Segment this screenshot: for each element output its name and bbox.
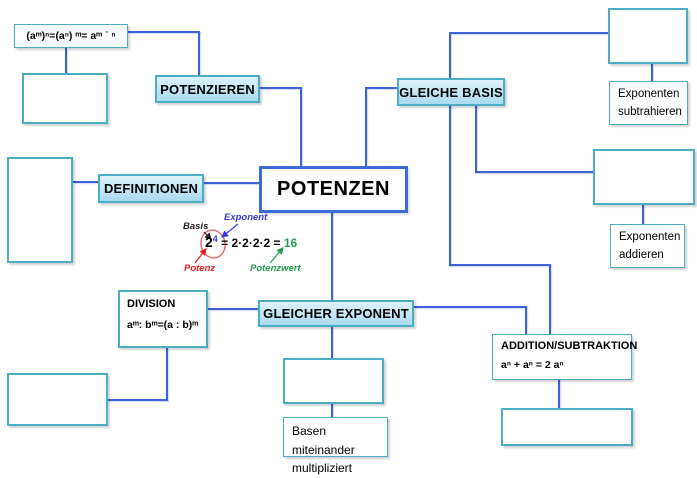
connector-line — [449, 32, 609, 34]
definitionen-label: DEFINITIONEN — [103, 181, 199, 196]
exponenten-subtrahieren-line2: subtrahieren — [618, 105, 682, 118]
connector-line — [331, 403, 333, 418]
exponenten-addieren-line2: addieren — [619, 248, 664, 261]
addition-subtraktion-formula: aⁿ + aⁿ = 2 aⁿ — [501, 359, 564, 371]
power-example-expression: 24 = 2·2·2·2 = 16 — [205, 234, 297, 250]
division-title: DIVISION — [127, 298, 176, 310]
potenzwert-arrow — [269, 247, 284, 264]
potenzwert-label: Potenzwert — [250, 263, 301, 274]
gleicher-exponent-label: GLEICHER EXPONENT — [263, 306, 409, 321]
mindmap-canvas: (aᵐ)ⁿ=(aⁿ) ᵐ= aᵐ ˙ ⁿ POTENZIEREN GLEICHE… — [7, 8, 695, 476]
node-potenzieren[interactable]: POTENZIEREN — [155, 75, 260, 103]
node-exponenten-addieren[interactable]: Exponenten addieren — [610, 224, 685, 268]
potenz-label: Potenz — [184, 263, 216, 274]
node-gleicher-exponent[interactable]: GLEICHER EXPONENT — [258, 300, 414, 327]
node-gleiche-basis[interactable]: GLEICHE BASIS — [397, 78, 505, 106]
connector-line — [108, 399, 168, 401]
connector-line — [300, 87, 302, 167]
node-addition-subtraktion[interactable]: ADDITION/SUBTRAKTION aⁿ + aⁿ = 2 aⁿ — [492, 334, 638, 380]
potenz-arrow — [194, 248, 207, 264]
connector-line — [365, 87, 367, 167]
connector-line — [208, 308, 259, 310]
connector-line — [549, 264, 551, 335]
connector-line — [331, 212, 333, 301]
connector-line — [414, 306, 527, 308]
connector-line — [651, 64, 653, 82]
connector-line — [365, 87, 398, 89]
connector-line — [525, 306, 527, 335]
connector-line — [558, 379, 560, 409]
connector-line — [449, 32, 451, 79]
exponent-label: Exponent — [224, 212, 268, 223]
power-rule-formula: (aᵐ)ⁿ=(aⁿ) ᵐ= aᵐ ˙ ⁿ — [26, 30, 116, 42]
node-potenzen-central[interactable]: POTENZEN — [259, 166, 408, 213]
connector-line — [73, 181, 99, 183]
node-exponenten-subtrahieren[interactable]: Exponenten subtrahieren — [609, 81, 688, 125]
exponenten-subtrahieren-line1: Exponenten — [618, 88, 680, 100]
connector-line — [642, 205, 644, 225]
node-division[interactable]: DIVISION aᵐ: bᵐ=(a : b)ᵐ — [118, 290, 208, 348]
node-empty-mid-right[interactable] — [593, 149, 695, 205]
connector-line — [204, 182, 260, 184]
basis-label: Basis — [183, 221, 209, 232]
example-expansion: = 2·2·2·2 = — [221, 236, 281, 250]
gleiche-basis-label: GLEICHE BASIS — [399, 84, 503, 100]
connector-line — [475, 105, 477, 173]
addition-subtraktion-title: ADDITION/SUBTRAKTION — [501, 340, 638, 352]
node-empty-bottom-mid[interactable] — [283, 358, 384, 404]
connector-line — [475, 171, 594, 173]
potenzen-title: POTENZEN — [277, 178, 390, 200]
example-value: 16 — [283, 236, 298, 250]
connector-line — [331, 326, 333, 359]
node-basen-multipliziert[interactable]: Basen miteinander multipliziert — [283, 417, 388, 475]
connector-line — [166, 348, 168, 401]
exponenten-addieren-line1: Exponenten — [619, 231, 681, 243]
node-empty-mid-left[interactable] — [7, 157, 73, 263]
connector-line — [128, 31, 200, 33]
basen-multipliziert-line2: multipliziert — [292, 461, 353, 476]
node-empty-bottom-left[interactable] — [7, 373, 108, 426]
division-formula: aᵐ: bᵐ=(a : b)ᵐ — [127, 319, 199, 331]
node-empty-bottom-right[interactable] — [501, 408, 633, 446]
node-empty-top-right[interactable] — [608, 8, 688, 64]
connector-line — [198, 31, 200, 76]
node-definitionen[interactable]: DEFINITIONEN — [98, 174, 204, 203]
example-exponent: 4 — [212, 234, 218, 244]
connector-line — [449, 105, 451, 266]
connector-line — [65, 48, 67, 74]
example-base: 2 — [205, 234, 213, 250]
connector-line — [449, 264, 551, 266]
potenzieren-label: POTENZIEREN — [160, 81, 255, 97]
basen-multipliziert-line1: Basen miteinander — [292, 424, 355, 457]
connector-line — [260, 87, 302, 89]
node-empty-top-left[interactable] — [22, 73, 108, 124]
node-power-rule[interactable]: (aᵐ)ⁿ=(aⁿ) ᵐ= aᵐ ˙ ⁿ — [14, 24, 128, 48]
